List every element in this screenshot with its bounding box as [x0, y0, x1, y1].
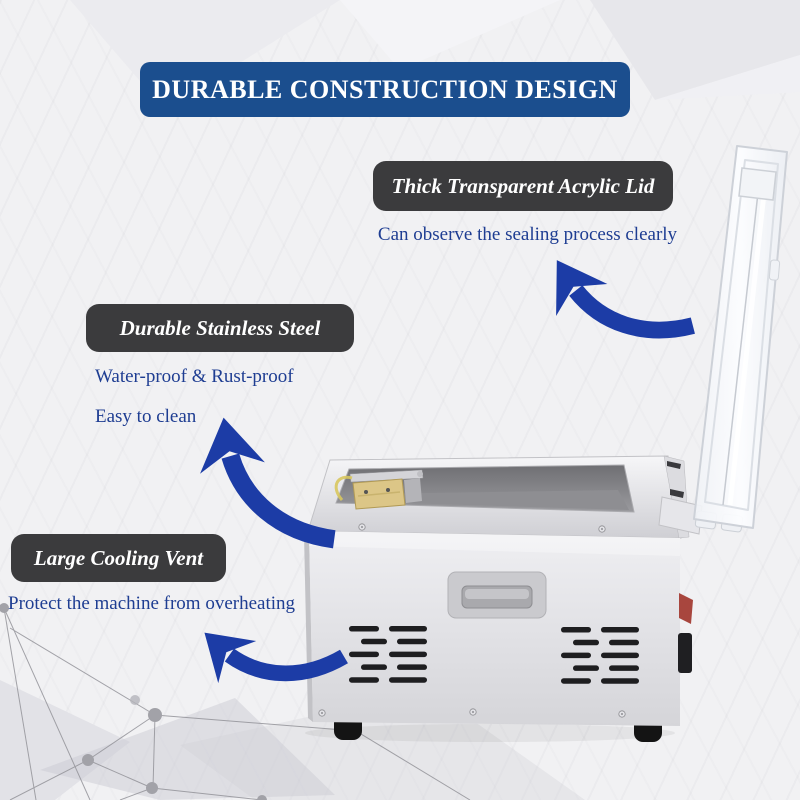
top-polygons — [70, 0, 800, 110]
lid-gasket — [738, 167, 777, 201]
callout-cooling-vent-description: Protect the machine from overheating — [8, 593, 296, 614]
header-banner: DURABLE CONSTRUCTION DESIGN — [140, 62, 630, 117]
machine-top-rim — [307, 455, 690, 539]
header-title: DURABLE CONSTRUCTION DESIGN — [152, 74, 618, 104]
callout-cooling-vent: Large Cooling Vent — [11, 534, 226, 582]
lid-hinge-pin — [768, 259, 781, 281]
side-connector — [678, 633, 692, 673]
power-switch — [679, 593, 693, 624]
machine-shadow — [305, 724, 675, 742]
callout-stainless-steel-line1: Water-proof & Rust-proof — [95, 366, 294, 387]
callout-acrylic-lid: Thick Transparent Acrylic Lid — [373, 161, 673, 211]
handle-recess — [447, 571, 547, 619]
callout-stainless-steel-title: Durable Stainless Steel — [119, 315, 321, 340]
callout-cooling-vent-title: Large Cooling Vent — [33, 545, 204, 570]
callout-stainless-steel: Durable Stainless Steel — [86, 304, 354, 352]
callout-acrylic-lid-description: Can observe the sealing process clearly — [377, 224, 678, 245]
hinge-bracket — [658, 496, 703, 535]
callout-acrylic-lid-title: Thick Transparent Acrylic Lid — [391, 173, 655, 198]
seal-bar-assembly — [334, 469, 424, 510]
cooling-vent-right — [561, 627, 639, 684]
acrylic-lid — [693, 145, 788, 533]
gas-tube — [334, 475, 353, 501]
cooling-vent-left — [349, 626, 427, 683]
panel-screws — [318, 523, 626, 718]
callout-stainless-steel-line2: Easy to clean — [95, 406, 197, 427]
